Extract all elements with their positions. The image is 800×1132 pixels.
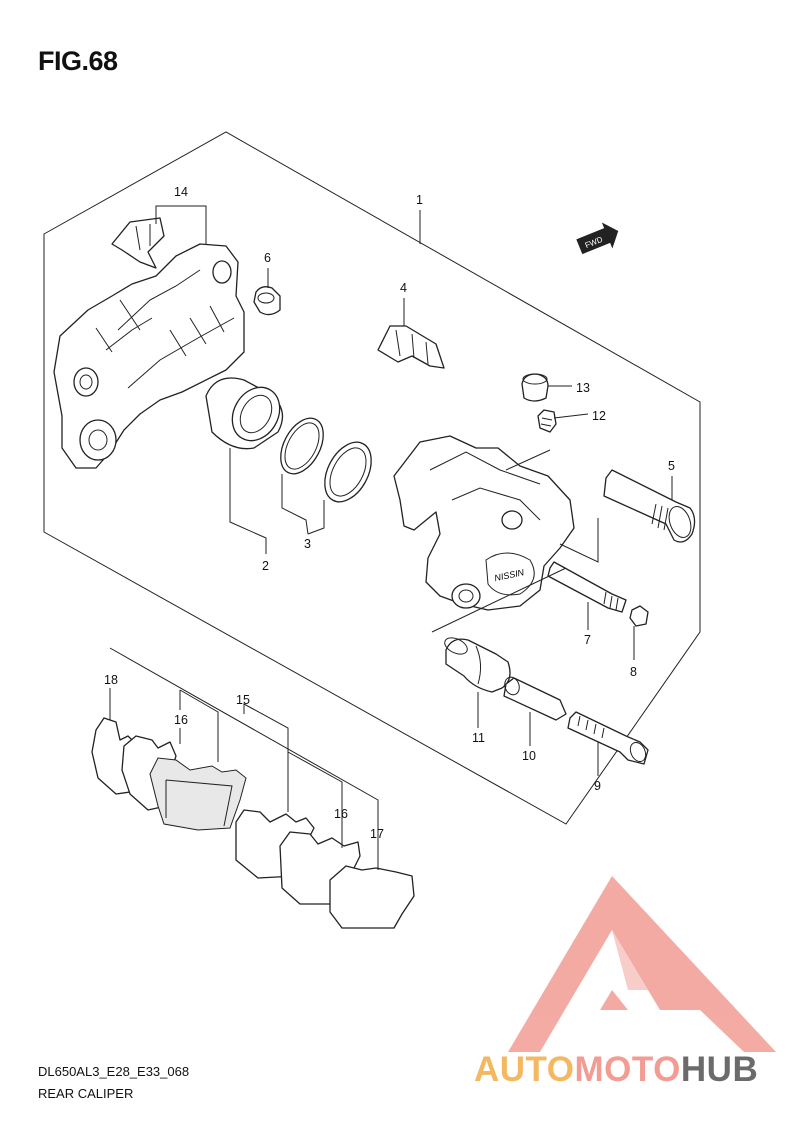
part-4-pad-spring <box>377 325 445 369</box>
leader-lines <box>109 205 673 870</box>
part-14-bracket-clip <box>111 217 165 269</box>
callout-12: 12 <box>592 409 606 423</box>
brake-pad-set <box>91 717 415 929</box>
watermark-word-auto: AUTO <box>474 1050 575 1089</box>
callout-16-right: 16 <box>334 807 348 821</box>
callout-8: 8 <box>630 665 637 679</box>
callout-5: 5 <box>668 459 675 473</box>
watermark-logo <box>508 876 776 1052</box>
figure-title: FIG.68 <box>38 46 118 76</box>
figure-code: DL650AL3_E28_E33_068 <box>38 1064 190 1079</box>
part-10-sleeve <box>503 676 567 721</box>
callout-14: 14 <box>174 185 188 199</box>
callout-13: 13 <box>576 381 590 395</box>
watermark-word-moto: MOTO <box>574 1050 681 1089</box>
fwd-arrow[interactable]: FWD <box>574 218 623 260</box>
part-7-pin <box>547 561 627 613</box>
watermark-word-hub: HUB <box>680 1050 759 1089</box>
brake-pad-left <box>149 757 247 831</box>
callout-17: 17 <box>370 827 384 841</box>
callout-labels: 1 2 3 4 5 6 7 8 9 10 11 12 13 14 15 16 1… <box>104 185 675 841</box>
part-6-boot <box>253 286 281 316</box>
callout-11: 11 <box>472 731 485 745</box>
callout-18: 18 <box>104 673 118 687</box>
assembly-boundary <box>43 131 701 825</box>
callout-7: 7 <box>584 633 591 647</box>
callout-4: 4 <box>400 281 407 295</box>
callout-16-left: 16 <box>174 713 188 727</box>
part-13-bleeder-cap <box>521 373 549 402</box>
callout-6: 6 <box>264 251 271 265</box>
callout-15: 15 <box>236 693 250 707</box>
figure-name: REAR CALIPER <box>38 1086 134 1101</box>
part-5-slide-pin <box>603 469 696 543</box>
caliper-bracket <box>53 243 245 469</box>
callout-2: 2 <box>262 559 269 573</box>
part-12-bleeder-valve <box>537 409 557 433</box>
callout-9: 9 <box>594 779 601 793</box>
watermark-brand: AUTOMOTOHUB <box>474 1050 758 1090</box>
callout-1: 1 <box>416 193 423 207</box>
part-2-piston <box>205 377 284 450</box>
callout-10: 10 <box>522 749 536 763</box>
part-3-seals <box>280 417 372 503</box>
part-11-boot <box>444 637 511 693</box>
caliper-body: NISSIN <box>393 435 575 611</box>
part-8-plug <box>629 605 649 627</box>
brake-pad-right <box>329 865 415 929</box>
callout-3: 3 <box>304 537 311 551</box>
part-9-bolt <box>567 711 649 765</box>
